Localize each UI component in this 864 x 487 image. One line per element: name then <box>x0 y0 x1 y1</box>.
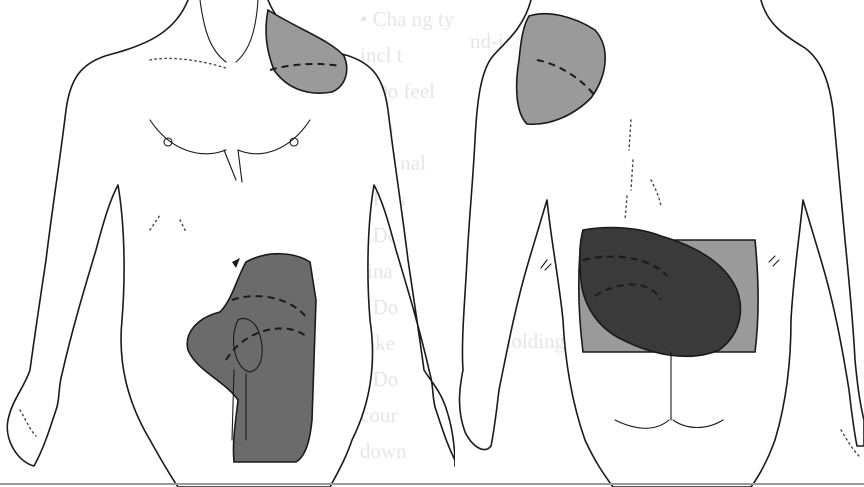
back-body-figure <box>455 0 864 487</box>
bottom-rule <box>0 483 864 485</box>
back-dimple-left <box>541 260 551 270</box>
front-body-outline <box>7 0 455 487</box>
front-body-figure <box>0 0 455 487</box>
